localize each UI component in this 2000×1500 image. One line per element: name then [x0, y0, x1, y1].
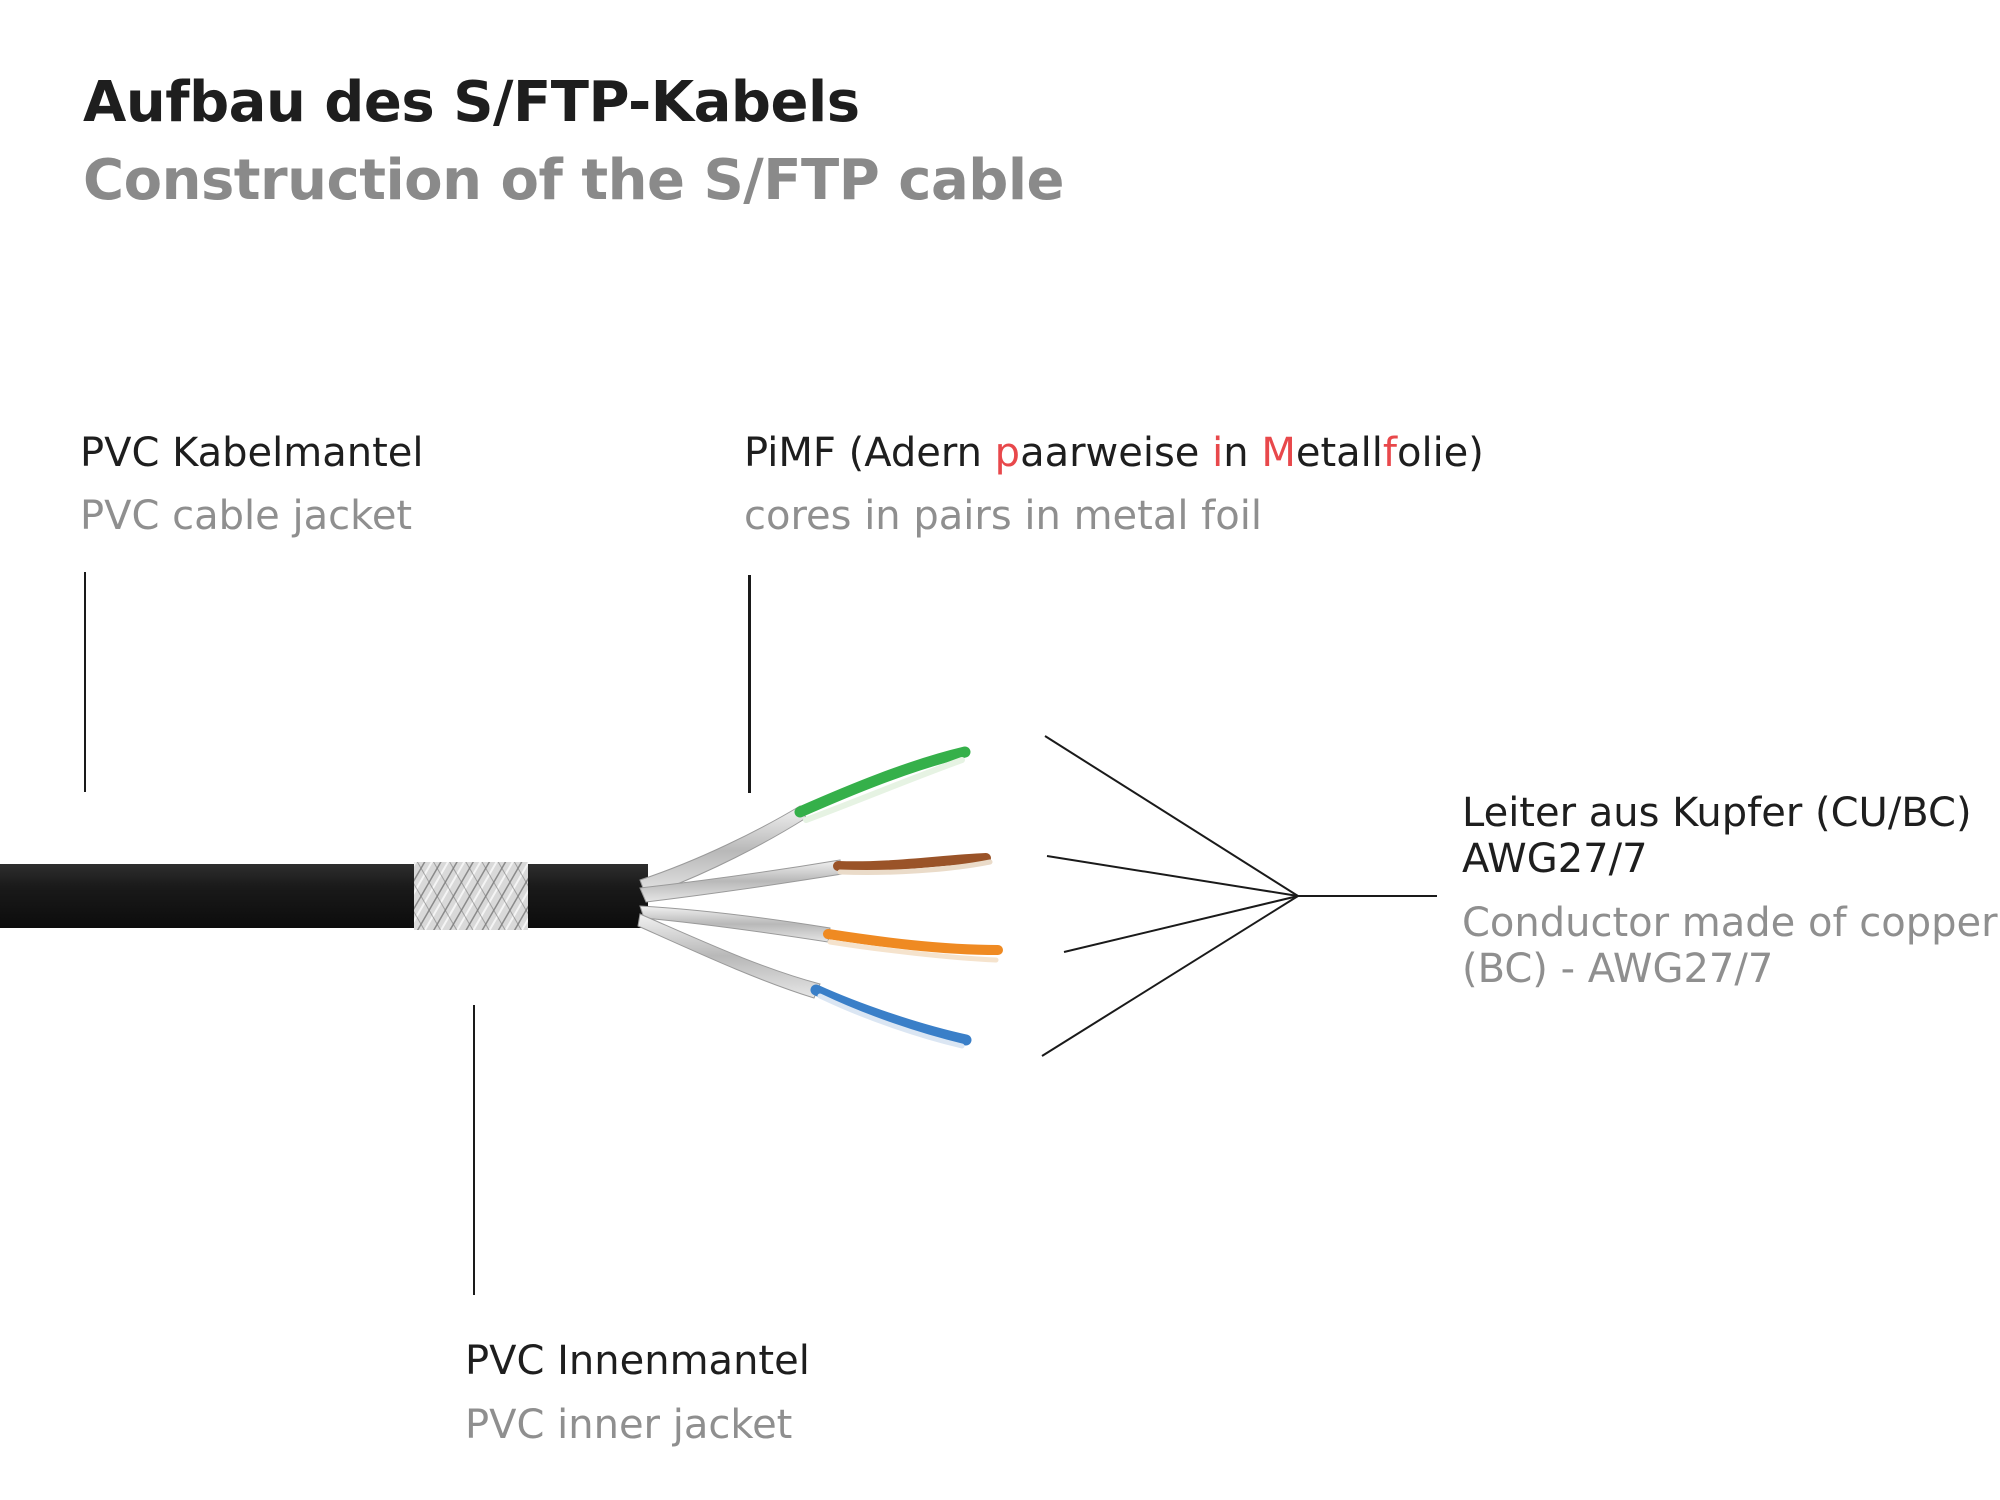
pimf-leader-line	[748, 575, 751, 793]
pimf-label-en: cores in pairs in metal foil	[744, 493, 1262, 539]
pimf-text-segment: PiMF (Adern	[744, 430, 995, 476]
pimf-highlight-letter: p	[994, 430, 1021, 476]
wire-pair-orange	[823, 929, 1003, 963]
outer-jacket	[0, 864, 418, 928]
inner-label-en: PVC inner jacket	[465, 1402, 793, 1448]
title-german: Aufbau des S/FTP-Kabels	[83, 70, 860, 135]
pimf-label-de: PiMF (Adern paarweise in Metallfolie)	[744, 430, 1484, 476]
title-english: Construction of the S/FTP cable	[83, 148, 1065, 213]
pimf-highlight-letter: i	[1212, 430, 1224, 476]
pimf-text-segment: n	[1223, 430, 1262, 476]
inner-leader-line	[473, 1005, 475, 1295]
conductor-label-de-line2: AWG27/7	[1462, 836, 1648, 882]
conductor-label-de-line1: Leiter aus Kupfer (CU/BC)	[1462, 790, 1972, 836]
braid-shield	[414, 862, 528, 930]
pimf-text-segment: etall	[1295, 430, 1383, 476]
inner-label-de: PVC Innenmantel	[465, 1338, 810, 1384]
conductor-label-en-line2: (BC) - AWG27/7	[1462, 946, 1774, 992]
wire-pair-green	[794, 746, 971, 823]
pimf-text-segment: olie)	[1396, 430, 1484, 476]
foil-shields	[637, 805, 843, 999]
pimf-text-segment: aarweise	[1020, 430, 1213, 476]
pimf-highlight-letter: f	[1382, 430, 1397, 476]
jacket-label-en: PVC cable jacket	[80, 493, 413, 539]
conductor-label-en-line1: Conductor made of copper	[1462, 900, 1998, 946]
wire-pair-brown	[833, 853, 993, 876]
wire-pair-blue	[810, 984, 972, 1049]
inner-jacket	[528, 864, 648, 928]
pimf-highlight-letter: M	[1261, 430, 1296, 476]
conductor-callout-lines	[1041, 735, 1437, 1057]
jacket-label-de: PVC Kabelmantel	[80, 430, 424, 476]
jacket-leader-line	[84, 572, 86, 792]
